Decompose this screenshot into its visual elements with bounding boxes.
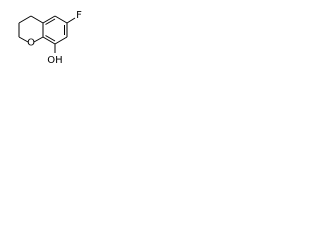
aromatic-ring xyxy=(42,15,68,45)
bond-c8-c8a xyxy=(42,36,56,45)
bond-c5-c6 xyxy=(54,15,68,24)
bond-c7-c8 xyxy=(54,36,68,45)
structure-canvas: O F OH xyxy=(0,0,94,73)
bond-c2-o1 xyxy=(18,36,29,43)
double-bond-c4a-c5 xyxy=(45,18,56,25)
ring-oxygen-label: O xyxy=(27,38,35,49)
pyran-ring xyxy=(18,15,44,43)
chromane-structure-diagram: O F OH xyxy=(18,10,82,66)
fluorine-label: F xyxy=(76,10,82,21)
bond-c4a-c4 xyxy=(30,15,44,24)
bond-c6-f xyxy=(66,17,76,24)
bond-c4a-c5 xyxy=(42,15,56,24)
bond-o1-c8a xyxy=(33,36,44,43)
bond-c4-c3 xyxy=(18,15,32,24)
hydroxyl-label: OH xyxy=(47,55,62,66)
double-bond-c8-c8a xyxy=(45,35,56,42)
